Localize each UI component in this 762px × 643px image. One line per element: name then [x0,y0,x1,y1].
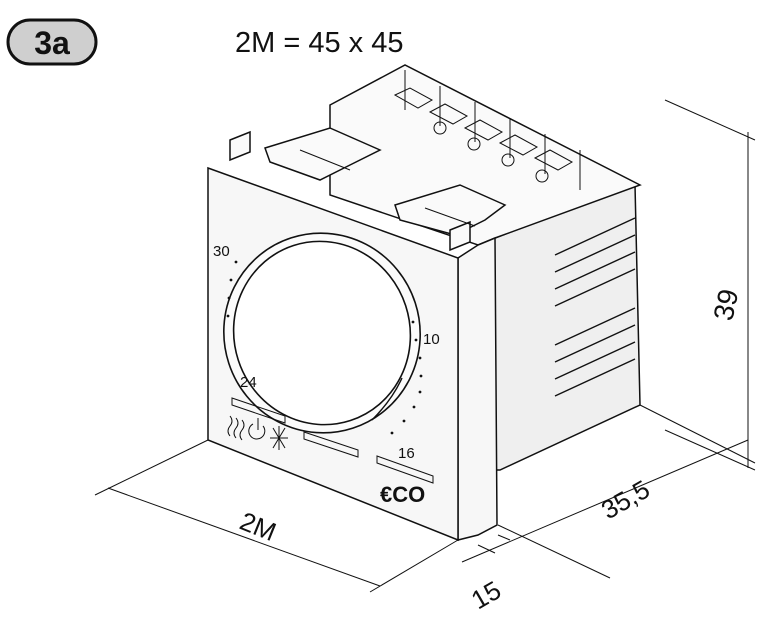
heading: 2M = 45 x 45 [235,27,403,59]
front-flange [458,238,497,540]
scale-label-16: 16 [398,445,415,462]
scale-label-24: 24 [240,374,257,391]
height-label: 39 [708,286,745,323]
width-label: 2M [236,506,281,547]
device-body: 30 10 24 16 €CO [198,65,640,540]
figure-label: 3a [34,25,70,61]
scale-label-10: 10 [423,331,440,348]
figure-label-badge: 3a [8,20,96,64]
scale-label-30: 30 [213,243,230,260]
height-dimension: 39 [665,100,755,470]
eco-label: €CO [380,482,425,507]
depth-label: 35,5 [596,474,655,525]
front-depth-label: 15 [466,575,506,615]
